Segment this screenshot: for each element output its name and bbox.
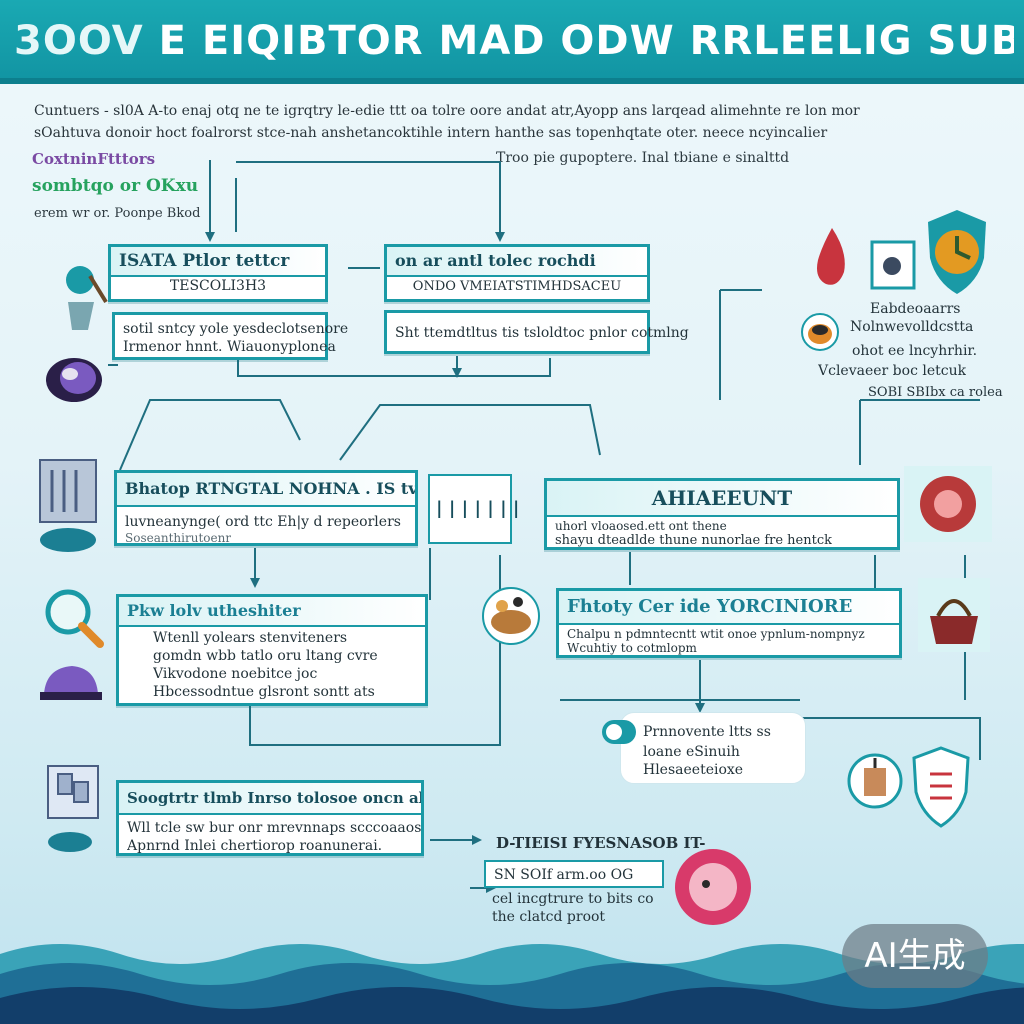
person-icon bbox=[66, 266, 108, 330]
bottom-mini-box: SN SOIf arm.oo OG bbox=[484, 860, 664, 888]
top-note: Troo pie gupoptere. Inal tbiane e sinalt… bbox=[496, 150, 790, 166]
right-note-line-1: Eabdeoaarrs bbox=[870, 301, 961, 317]
magnifier-icon bbox=[45, 589, 104, 648]
bottom-line-3: the clatcd proot bbox=[492, 909, 606, 925]
process-box-5: Pkw lolv utheshiter Wtenll yolears stenv… bbox=[116, 594, 428, 706]
shield-icon bbox=[928, 210, 986, 294]
process-box-5-line-4: Hbcessodntue glsront sontt ats bbox=[153, 684, 375, 700]
process-box-5-line-3: Vikvodone noebitce joc bbox=[153, 666, 318, 682]
toggle-icon bbox=[602, 720, 636, 744]
intro-line-1: Cuntuers - sl0A A-to enaj otq ne te igrq… bbox=[34, 103, 860, 119]
process-box-4: AHIAEEUNT uhorl vloaosed.ett ont thene s… bbox=[544, 478, 900, 550]
pot-icon bbox=[801, 313, 839, 351]
process-box-7: Soogtrtr tlmb Inrso tolosoe oncn abmb! W… bbox=[116, 780, 424, 856]
ai-generated-badge: AI生成 bbox=[842, 924, 988, 988]
process-box-7-title: Soogtrtr tlmb Inrso tolosoe oncn abmb! bbox=[119, 783, 421, 815]
page-title: 3OOV E EIQIBTOR MAD ODW RRLEELIG SUBSIDC… bbox=[14, 18, 1014, 64]
clipboard-icon bbox=[47, 765, 99, 852]
bottom-line-2: cel incgtrure to bits co bbox=[492, 891, 654, 907]
process-box-6-line-2: Wcuhtiy to cotmlopm bbox=[567, 641, 697, 655]
description-box-2: Sht ttemdtltus tis tsloldtoc pnlor cotml… bbox=[384, 310, 689, 354]
bottom-title: D-TIEISI FYESNASOB IT- bbox=[496, 834, 706, 852]
mini-grid-text: | | | | | | | bbox=[436, 500, 520, 518]
title-prefix: 3OOV bbox=[14, 18, 144, 64]
legend-heading: CoxtninFtttors bbox=[32, 150, 156, 168]
cap-icon bbox=[40, 666, 102, 700]
legend-subheading: sombtqo or OKxu bbox=[32, 176, 199, 196]
floating-note-line-1: Prnnovente ltts ss bbox=[643, 724, 771, 740]
process-box-3: Bhatop RTNGTAL NOHNA . IS tvaut luvneany… bbox=[114, 470, 418, 546]
floating-note-line-3: Hlesaeeteioxe bbox=[643, 762, 744, 778]
process-box-2-title: on ar antl tolec rochdi bbox=[387, 247, 647, 277]
right-note-line-4: Vclevaeer boc letcuk bbox=[818, 363, 967, 379]
process-box-5-line-1: Wtenll yolears stenviteners bbox=[153, 630, 348, 646]
process-box-5-line-2: gomdn wbb tatlo oru ltang cvre bbox=[153, 648, 378, 664]
process-box-4-title: AHIAEEUNT bbox=[547, 481, 897, 517]
process-box-3-line-1: luvneanynge( ord ttc Eh|y d repeorlers bbox=[125, 514, 401, 530]
intro-line-2: sOahtuva donoir hoct foalrorst stce-nah … bbox=[34, 125, 828, 141]
process-box-6-title: Fhtoty Cer ide YORCINIORE bbox=[559, 591, 899, 625]
floating-note-line-2: loane eSinuih bbox=[643, 744, 740, 760]
intro-text: Cuntuers - sl0A A-to enaj otq ne te igrq… bbox=[34, 100, 934, 144]
process-box-4-line-2: shayu dteadlde thune nunorlae fre hentck bbox=[555, 533, 832, 548]
right-note-line-2: Nolnwevolldcstta bbox=[850, 319, 974, 335]
hedgehog-icon bbox=[675, 849, 751, 925]
process-box-1-subtitle: TESCOLI3H3 bbox=[169, 278, 267, 294]
process-box-4-line-1: uhorl vloaosed.ett ont thene bbox=[555, 519, 727, 533]
process-box-2-subtitle: ONDO VMEIATSTIMHDSACEU bbox=[412, 279, 622, 294]
process-box-1-title: ISATA Ptlor tettcr bbox=[111, 247, 325, 277]
document-icon bbox=[39, 459, 97, 552]
flower-icon bbox=[904, 466, 992, 542]
bottom-line-1: SN SOIf arm.oo OG bbox=[494, 867, 634, 883]
description-box-2-line-1: Sht ttemdtltus tis tsloldtoc pnlor cotml… bbox=[395, 325, 689, 341]
legend-caption: erem wr or. Poonpe Bkod bbox=[34, 206, 201, 221]
process-box-3-line-2: Soseanthirutoenr bbox=[125, 531, 232, 545]
lantern-icon bbox=[847, 753, 903, 809]
basket-icon bbox=[918, 578, 990, 652]
food-bowl-icon bbox=[482, 587, 540, 645]
floating-note: Prnnovente ltts ss loane eSinuih Hlesaee… bbox=[620, 712, 806, 784]
right-note-line-5: SOBI SBIbx ca rolea bbox=[868, 385, 1003, 400]
helmet-icon bbox=[46, 358, 102, 402]
mini-grid-box: | | | | | | | bbox=[428, 474, 519, 544]
tablet-icon bbox=[870, 240, 916, 290]
process-box-3-title: Bhatop RTNGTAL NOHNA . IS tvaut bbox=[117, 473, 415, 507]
shield-pattern-icon bbox=[912, 746, 970, 828]
process-box-1: ISATA Ptlor tettcr TESCOLI3H3 bbox=[108, 244, 328, 302]
process-box-5-title: Pkw lolv utheshiter bbox=[119, 597, 425, 627]
process-box-6: Fhtoty Cer ide YORCINIORE Chalpu n pdmnt… bbox=[556, 588, 902, 658]
process-box-2: on ar antl tolec rochdi ONDO VMEIATSTIMH… bbox=[384, 244, 650, 302]
process-box-7-line-2: Apnrnd Inlei chertiorop roanunerai. bbox=[127, 838, 383, 854]
wave-decoration bbox=[0, 944, 1024, 1024]
right-note-line-3: ohot ee lncyhrhir. bbox=[852, 343, 978, 359]
description-box-1-line-2: Irmenor hnnt. Wiauonyplonea bbox=[123, 339, 336, 355]
description-box-1-line-1: sotil sntcy yole yesdeclotsenore bbox=[123, 321, 349, 337]
process-box-7-line-1: Wll tcle sw bur onr mrevnnaps scccoaaos bbox=[127, 820, 422, 836]
title-text: E EIQIBTOR MAD ODW RRLEELIG SUBSIDCY bbox=[158, 18, 1014, 64]
description-box-1: sotil sntcy yole yesdeclotsenore Irmenor… bbox=[112, 312, 348, 360]
flame-icon bbox=[817, 228, 845, 285]
process-box-6-line-1: Chalpu n pdmntecntt wtit onoe ypnlum-nom… bbox=[567, 627, 865, 641]
header-bar: 3OOV E EIQIBTOR MAD ODW RRLEELIG SUBSIDC… bbox=[0, 0, 1024, 84]
